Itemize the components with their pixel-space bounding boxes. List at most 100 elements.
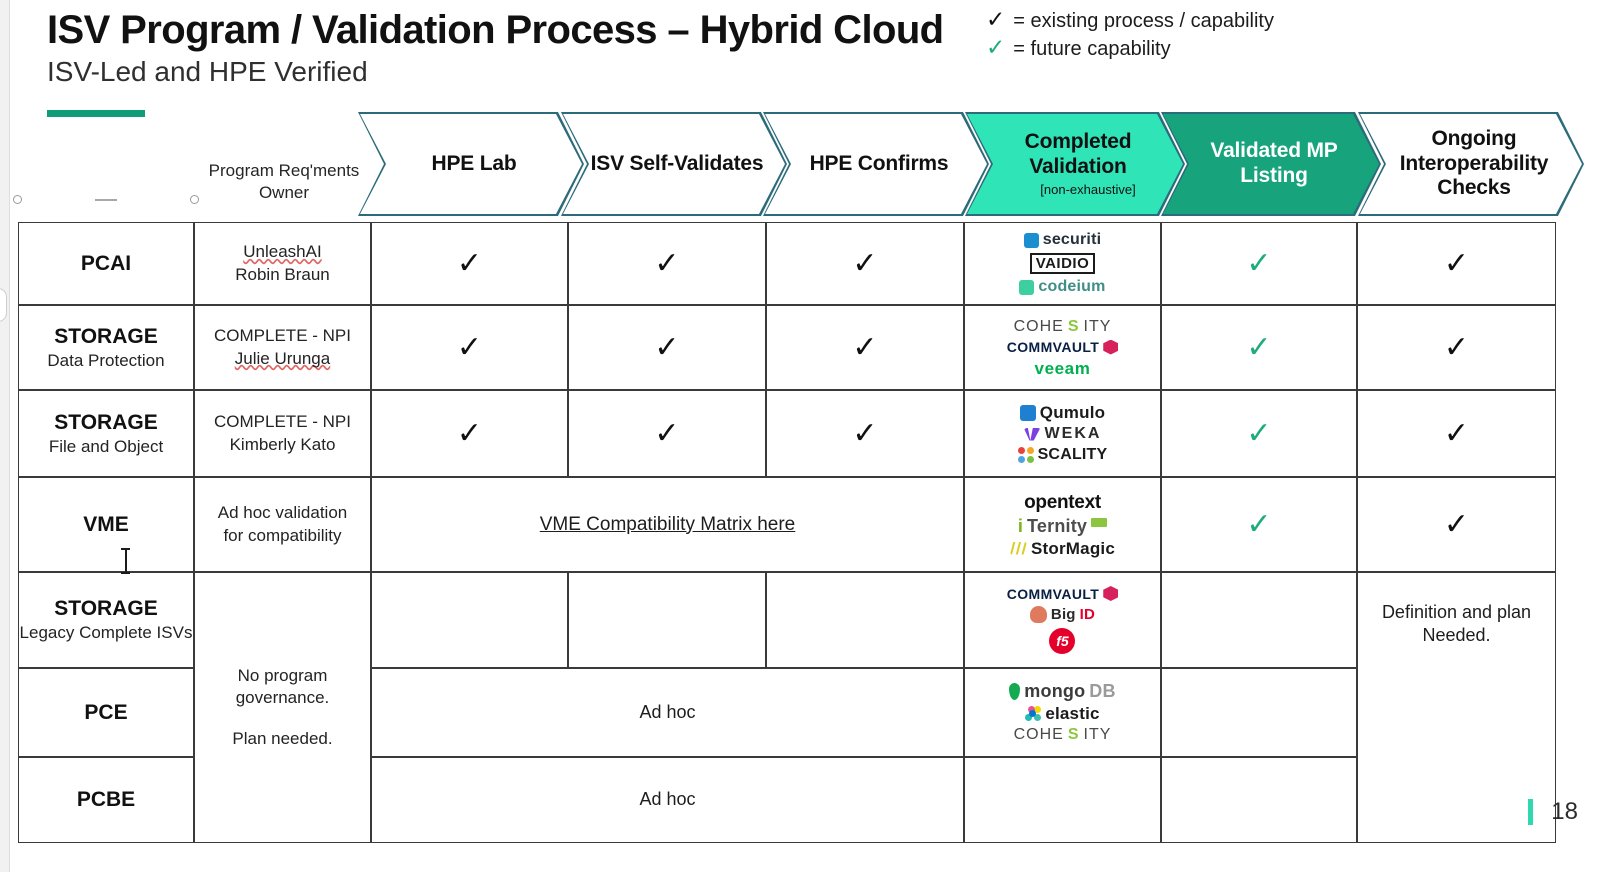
hpe-confirms-cell-0: ✓ (766, 222, 964, 305)
isv-self-cell-2: ✓ (568, 390, 766, 477)
vme-compatibility-cell: VME Compatibility Matrix here (371, 477, 964, 572)
owner-line: Ad hoc validation (217, 503, 348, 523)
category-title: PCAI (80, 251, 132, 275)
logo-commvault: COMMVAULT (1007, 586, 1119, 601)
hpe-confirms-cell-1: ✓ (766, 305, 964, 390)
stage-label: HPE Confirms (809, 151, 949, 175)
category-title: STORAGE (54, 410, 158, 434)
category-title: STORAGE (54, 597, 158, 621)
logo-veeam: veeam (1034, 358, 1091, 378)
stage-chevron-validated-mp-listing[interactable]: Validated MP Listing (1161, 112, 1381, 216)
legend-row-future: ✓ = future capability (986, 33, 1274, 64)
validated-mp-cell-1: ✓ (1161, 305, 1357, 390)
stage-chevron-completed-validation[interactable]: Completed Validation[non-exhaustive] (965, 112, 1185, 216)
legend-existing-label: = existing process / capability (1013, 10, 1274, 32)
adhoc-cell-6: Ad hoc (371, 757, 964, 843)
check-icon: ✓ (852, 330, 878, 364)
table-row-category-pcai-0: PCAI (18, 222, 194, 305)
vme-compatibility-matrix-link[interactable]: VME Compatibility Matrix here (539, 513, 796, 535)
stage-chevron-hpe-confirms[interactable]: HPE Confirms (763, 112, 989, 216)
owner-note-line: governance. (235, 688, 330, 708)
canvas-edge-nub (0, 288, 7, 322)
validated-mp-cell-0: ✓ (1161, 222, 1357, 305)
logo-securiti: securiti (1023, 232, 1102, 248)
selection-handle-middle[interactable] (95, 199, 117, 201)
slide-number-bar (1528, 799, 1534, 825)
ongoing-checks-cell-2: ✓ (1357, 390, 1556, 477)
stage-label: Validated MP Listing (1210, 139, 1338, 187)
chevron-fill (563, 114, 785, 214)
logo-commvault: COMMVAULT (1007, 339, 1119, 355)
check-icon: ✓ (986, 6, 1006, 32)
page-subtitle: ISV-Led and HPE Verified (47, 55, 368, 87)
text-cursor (121, 548, 130, 574)
slide-number: 18 (1528, 798, 1578, 826)
stage-chevron-isv-self-validates[interactable]: ISV Self-Validates (561, 112, 787, 216)
category-title: PCBE (76, 788, 136, 812)
adhoc-label: Ad hoc (639, 789, 696, 810)
logo-stormagic: StorMagic (1010, 540, 1115, 557)
ongoing-checks-cell-0: ✓ (1357, 222, 1556, 305)
legend-future-label: = future capability (1013, 37, 1171, 60)
category-title: PCE (84, 700, 128, 724)
legend-row-existing: ✓ = existing process / capability (986, 8, 1274, 36)
selection-handle-right[interactable] (190, 195, 199, 204)
owner-line: Kimberly Kato (229, 434, 336, 454)
validated-mp-cell-6 (1161, 757, 1357, 843)
check-icon: ✓ (986, 33, 1006, 60)
check-icon: ✓ (852, 246, 878, 280)
logo-codeium: codeium (1019, 279, 1105, 295)
check-icon: ✓ (654, 246, 680, 280)
stage-chevron-hpe-lab[interactable]: HPE Lab (358, 112, 584, 216)
check-icon: ✓ (654, 416, 680, 450)
ongoing-note-line: Definition and plan (1381, 602, 1532, 622)
stage-chevron-ongoing-interoperability-checks[interactable]: Ongoing Interoperability Checks (1358, 112, 1584, 216)
owner-line: for compatibility (223, 525, 342, 545)
table-row-category-vme-3: VME (18, 477, 194, 572)
logo-scality: SCALITY (1017, 447, 1108, 463)
hpe-lab-cell-1: ✓ (371, 305, 568, 390)
check-icon: ✓ (852, 416, 878, 450)
completed-validation-cell-6 (964, 757, 1161, 843)
chevron-fill (967, 114, 1183, 214)
category-subtitle: Data Protection (47, 350, 165, 370)
check-icon: ✓ (1443, 507, 1470, 541)
chevron-fill (1163, 114, 1379, 214)
ongoing-checks-cell-3: ✓ (1357, 477, 1556, 572)
stage-label: ISV Self-Validates (590, 151, 764, 175)
selection-handle-left[interactable] (13, 195, 22, 204)
page-title: ISV Program / Validation Process – Hybri… (47, 8, 944, 52)
logo-opentext: opentext (1024, 491, 1101, 513)
chevron-fill (1360, 114, 1582, 214)
check-icon: ✓ (1443, 246, 1470, 280)
slide-number-value: 18 (1551, 798, 1578, 825)
owner-line: Julie Urunga (234, 348, 331, 368)
category-subtitle: Legacy Complete ISVs (19, 623, 193, 643)
ongoing-checks-cell-1: ✓ (1357, 305, 1556, 390)
logo-vaidio: VAIDIO (1029, 253, 1096, 274)
check-icon: ✓ (1246, 330, 1272, 364)
hpe-lab-cell-0: ✓ (371, 222, 568, 305)
title-block: ISV Program / Validation Process – Hybri… (47, 8, 944, 88)
check-icon: ✓ (456, 416, 483, 450)
table-row-category-pce-5: PCE (18, 668, 194, 757)
